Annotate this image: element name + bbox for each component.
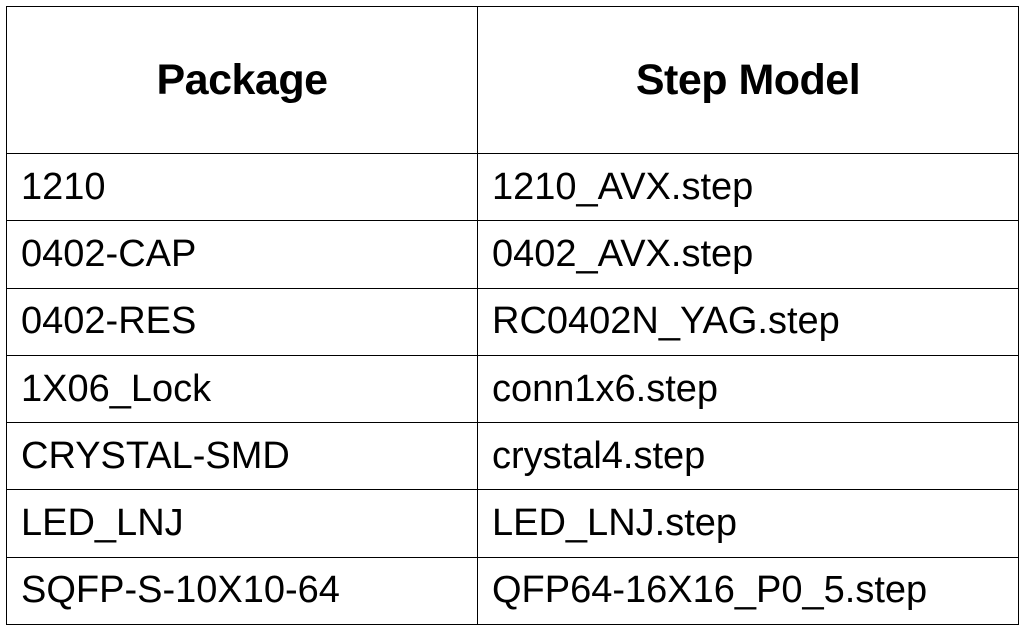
cell-package: 0402-CAP [6,220,478,289]
table-row: 0402-CAP 0402_AVX.step [6,220,1019,289]
cell-package: CRYSTAL-SMD [6,422,478,491]
table-row: 0402-RES RC0402N_YAG.step [6,287,1019,356]
cell-step-model: 0402_AVX.step [477,220,1019,289]
header-step-model: Step Model [477,6,1019,154]
table-row: 1X06_Lock conn1x6.step [6,354,1019,424]
cell-package: SQFP-S-10X10-64 [6,556,478,626]
cell-package: 1X06_Lock [6,354,478,424]
cell-step-model: conn1x6.step [477,354,1019,424]
table-header-row: Package Step Model [6,6,1019,154]
table-row: SQFP-S-10X10-64 QFP64-16X16_P0_5.step [6,556,1019,626]
package-step-model-table: Package Step Model 1210 1210_AVX.step 04… [6,6,1019,626]
cell-package: 0402-RES [6,287,478,356]
cell-step-model: LED_LNJ.step [477,489,1019,558]
table-row: CRYSTAL-SMD crystal4.step [6,422,1019,491]
cell-step-model: QFP64-16X16_P0_5.step [477,556,1019,626]
table-row: LED_LNJ LED_LNJ.step [6,489,1019,558]
cell-package: LED_LNJ [6,489,478,558]
cell-package: 1210 [6,152,478,222]
cell-step-model: 1210_AVX.step [477,152,1019,222]
cell-step-model: crystal4.step [477,422,1019,491]
table-row: 1210 1210_AVX.step [6,152,1019,222]
header-package: Package [6,6,478,154]
cell-step-model: RC0402N_YAG.step [477,287,1019,356]
